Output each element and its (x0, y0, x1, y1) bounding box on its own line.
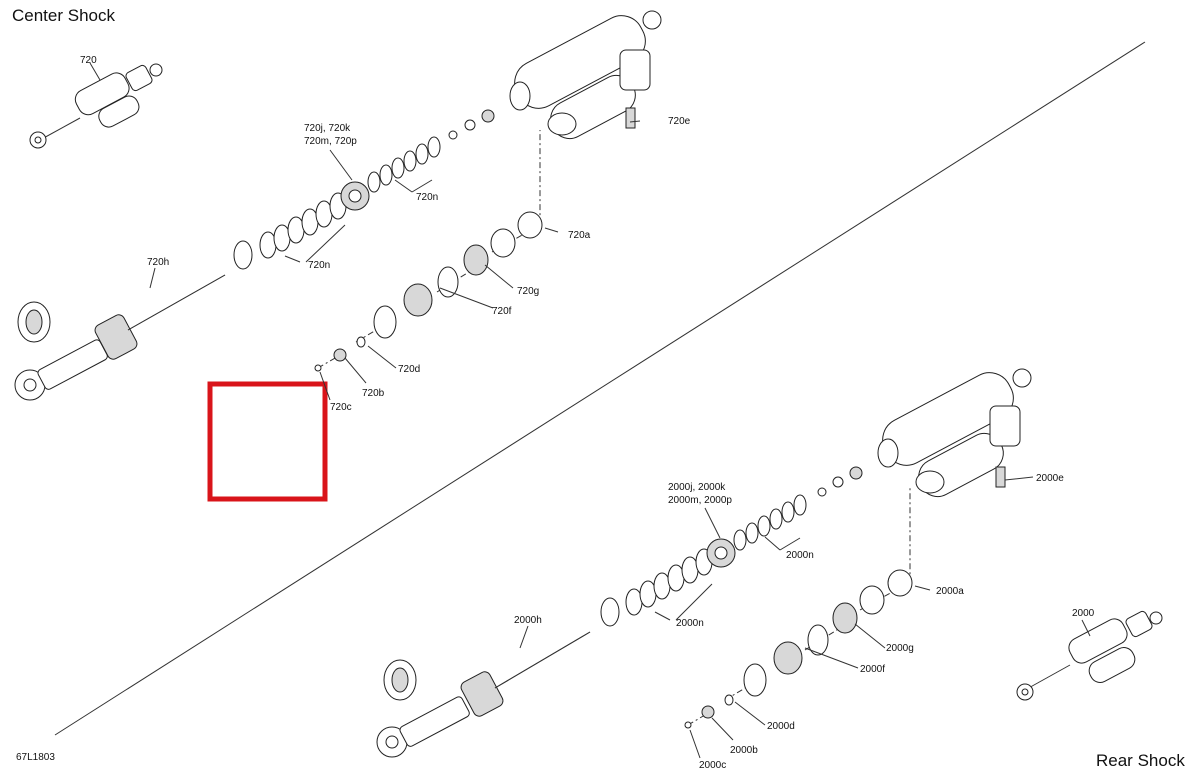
label-720b: 720b (362, 388, 385, 399)
label-2000m-2000p: 2000m, 2000p (668, 495, 732, 506)
center-shock-title: Center Shock (12, 6, 115, 25)
rear-reservoir (877, 368, 1032, 498)
rear-assembly-thumbnail (1016, 610, 1163, 701)
label-2000: 2000 (1072, 608, 1095, 619)
rear-shock-title: Rear Shock (1096, 751, 1185, 770)
label-720e: 720e (668, 116, 691, 127)
label-2000n-upper: 2000n (786, 550, 814, 561)
rear-shock-body (376, 631, 591, 758)
section-divider-line (54, 41, 1146, 736)
label-2000n-lower: 2000n (676, 618, 704, 629)
label-2000j-2000k: 2000j, 2000k (668, 482, 726, 493)
label-2000b: 2000b (730, 745, 758, 756)
label-720f: 720f (492, 306, 512, 317)
label-720n-upper: 720n (416, 192, 438, 203)
label-720n-lower: 720n (308, 260, 330, 271)
label-720d: 720d (398, 364, 420, 375)
diagram-code: 67L1803 (16, 752, 55, 763)
label-2000f: 2000f (860, 664, 885, 675)
center-shock-body (14, 274, 226, 401)
label-720j-720k: 720j, 720k (304, 123, 351, 134)
center-assembly-thumbnail (29, 63, 163, 149)
label-2000c: 2000c (699, 760, 726, 771)
label-2000a: 2000a (936, 586, 964, 597)
label-720c: 720c (330, 402, 352, 413)
center-spring-upper (367, 136, 441, 193)
label-720m-720p: 720m, 720p (304, 136, 357, 147)
label-720a: 720a (568, 230, 591, 241)
label-2000e: 2000e (1036, 473, 1064, 484)
label-2000h: 2000h (514, 615, 542, 626)
label-720g: 720g (517, 286, 539, 297)
label-2000d: 2000d (767, 721, 795, 732)
label-720h: 720h (147, 257, 169, 268)
rear-labels: 2000 2000h 2000n 2000n 2000j, 2000k 2000… (514, 473, 1095, 771)
rear-spring-lower (625, 548, 713, 616)
label-2000g: 2000g (886, 643, 914, 654)
label-720: 720 (80, 55, 97, 66)
center-spring-lower (259, 192, 347, 259)
center-labels: 720 720h 720n 720n 720j, 720k 720m, 720p… (80, 55, 691, 413)
rear-spring-upper (733, 494, 807, 551)
highlight-box (207, 381, 328, 502)
center-reservoir (509, 10, 662, 140)
